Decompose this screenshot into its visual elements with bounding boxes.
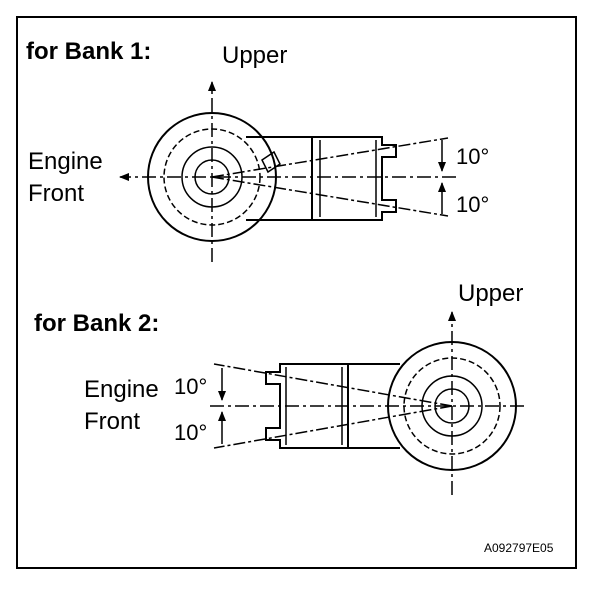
bank1-angle-bottom: 10° <box>456 192 490 217</box>
bank2-housing <box>387 341 517 471</box>
bank1-sensor <box>119 81 456 262</box>
bank2-inner-ring <box>403 357 501 455</box>
bank2-angle-line-lower <box>213 405 453 449</box>
bank1-front-label-line2: Front <box>28 180 85 207</box>
bank1-bore <box>194 159 230 195</box>
bank2-connector-body <box>265 363 348 449</box>
bank2-upper-label: Upper <box>458 280 524 307</box>
bank1-angle-top: 10° <box>456 144 490 169</box>
bank1-connector-body <box>312 136 397 221</box>
bank1-angle-line-lower <box>211 176 449 217</box>
bank1-connector-neck <box>246 136 313 221</box>
bank1-boss <box>181 146 243 208</box>
figure-frame <box>16 16 577 569</box>
bank2-sensor <box>210 311 528 495</box>
bank1-upper-label: Upper <box>222 42 288 69</box>
bank1-housing <box>147 112 277 242</box>
bank1-nub <box>261 150 281 174</box>
bank1-angle-line-upper <box>211 137 449 178</box>
figure-code: A092797E05 <box>484 541 554 555</box>
bank2-bore <box>434 388 470 424</box>
bank1-title: for Bank 1: <box>26 38 152 65</box>
bank2-angle-top: 10° <box>174 374 208 399</box>
bank2-angle-bottom: 10° <box>174 420 208 445</box>
bank2-boss <box>421 375 483 437</box>
bank1-inner-ring <box>163 128 261 226</box>
bank2-connector-neck <box>347 363 400 449</box>
bank1-front-label-line1: Engine <box>28 148 103 175</box>
bank2-title: for Bank 2: <box>34 310 160 337</box>
bank2-angle-line-upper <box>213 363 453 407</box>
bank2-front-label-line1: Engine <box>84 376 159 403</box>
bank2-front-label-line2: Front <box>84 408 141 435</box>
